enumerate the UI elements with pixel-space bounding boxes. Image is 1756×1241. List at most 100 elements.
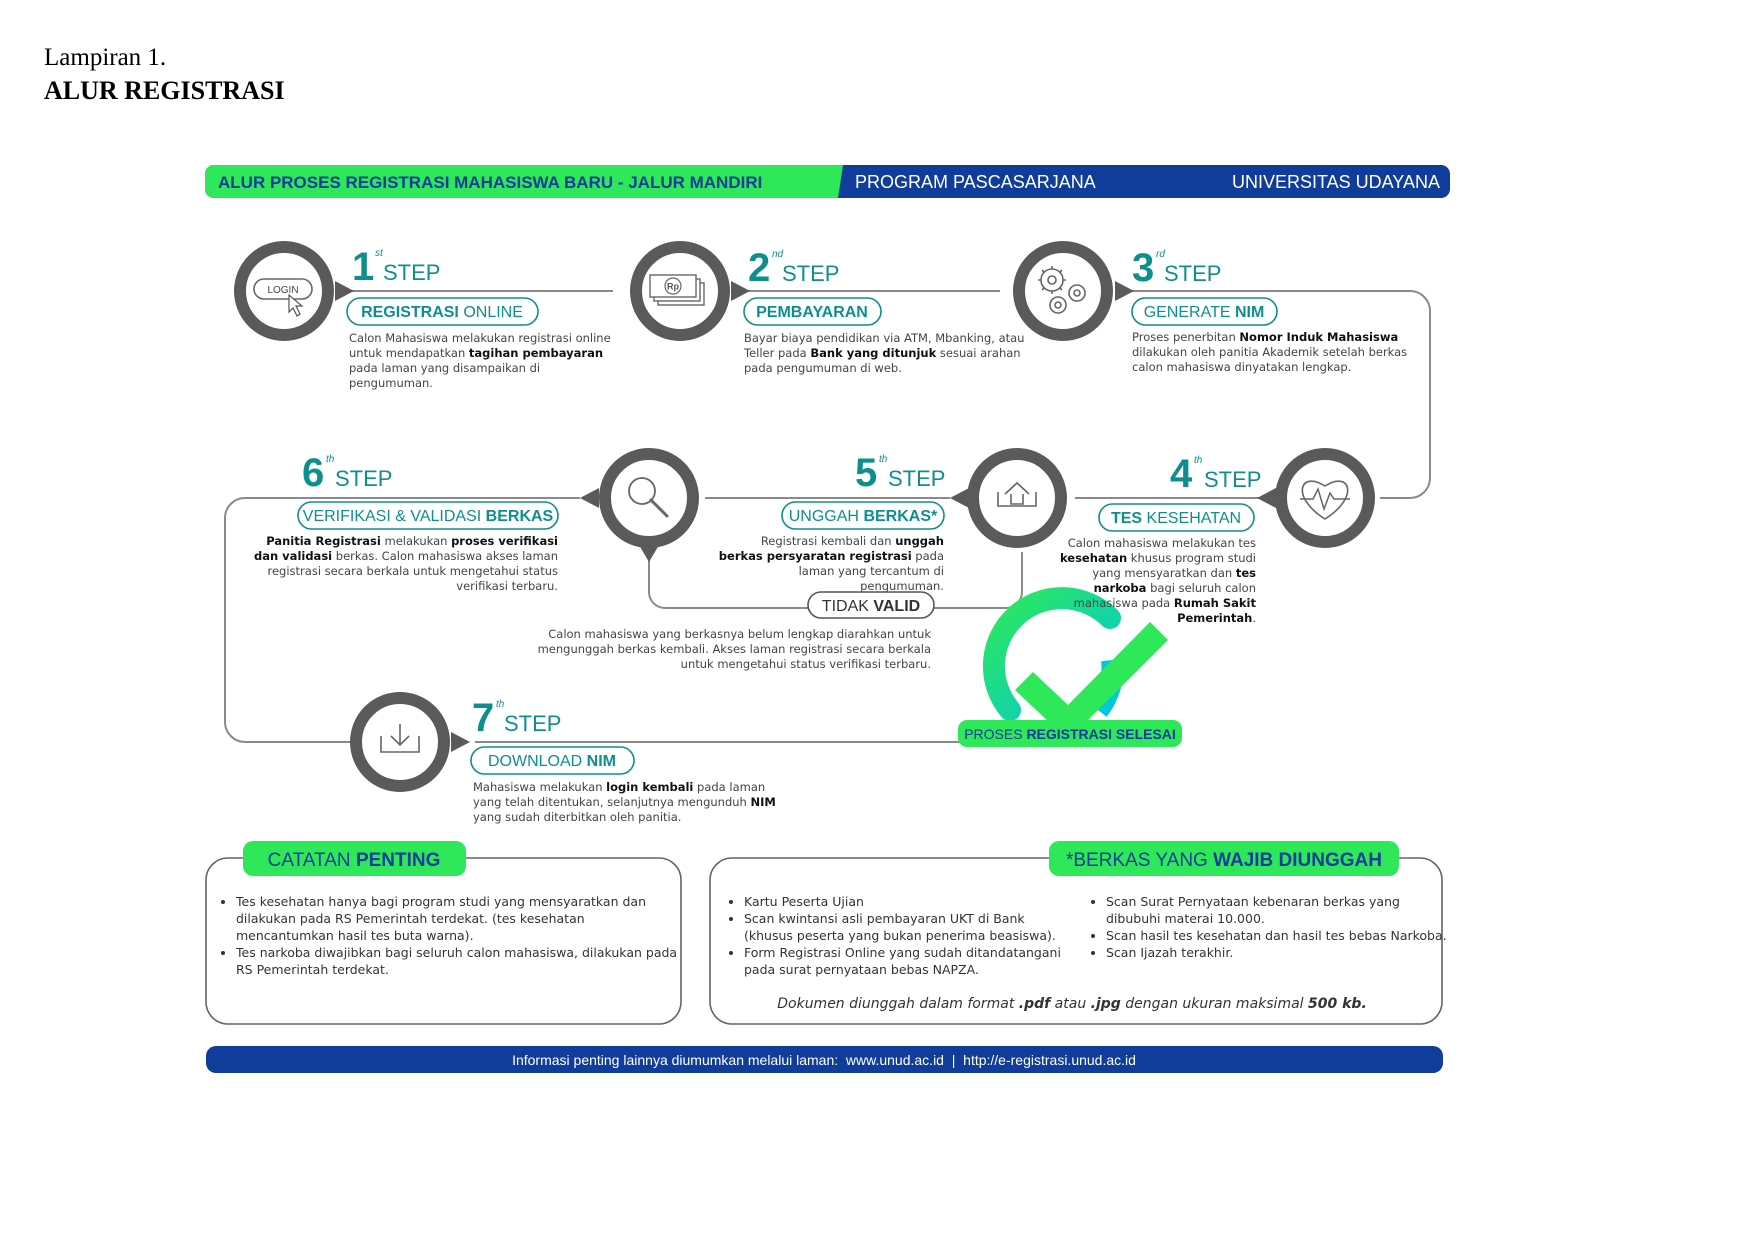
login-icon-text: LOGIN [267,285,298,296]
notes-header-pill [243,841,466,876]
step-6-label-pill [297,501,559,530]
notes-header: CATATAN PENTING [268,850,441,871]
checkmark-icon [1015,622,1168,740]
step-1-word: STEP [383,260,440,285]
step-6-number: 6 [302,451,324,495]
step-2-number: 2 [748,246,770,290]
banner-green-segment [205,165,843,198]
connector-6-7 [224,497,580,743]
step-7-label-pill [470,746,635,775]
step-2-word: STEP [782,261,839,286]
step-4-number: 4 [1170,452,1193,496]
step-1-node: LOGIN [234,241,354,341]
step-3-pointer [1115,281,1134,301]
invalid-description: Calon mahasiswa yang berkasnya belum len… [537,627,931,671]
berkas-list-right: Scan Surat Pernyataan kebenaran berkas y… [1092,893,1451,961]
banner-title: ALUR PROSES REGISTRASI MAHASISWA BARU - … [218,173,762,192]
footer-info: Informasi penting lainnya diumumkan mela… [512,1052,1136,1068]
step-4-circle [1275,448,1375,548]
step-3-number: 3 [1132,246,1154,290]
step-5-suffix: th [879,454,888,465]
step-7-pointer [451,732,470,752]
step-6-word: STEP [335,466,392,491]
step-3-description: Proses penerbitan Nomor Induk Mahasiswa … [1132,330,1408,374]
notes-section: CATATAN PENTING *BERKAS YANG WAJIB DIUNG… [205,841,1443,1025]
step-4-word: STEP [1204,467,1261,492]
step-3-word: STEP [1164,261,1221,286]
berkas-header-pill [1049,841,1399,876]
heartbeat-icon [1300,486,1350,512]
step-6-suffix: th [326,454,335,465]
note-item: Tes narkoba diwajibkan bagi seluruh calo… [236,944,684,978]
step-4-node [1257,448,1375,548]
berkas-format-note: Dokumen diunggah dalam format .pdf atau … [777,996,1367,1012]
step-5-label-pill [781,501,945,530]
flow-connectors [224,290,1431,743]
step-7-description: Mahasiswa melakukan login kembali pada l… [473,780,776,824]
berkas-item: Scan Ijazah terakhir. [1106,944,1451,961]
step-2-suffix: nd [772,249,784,260]
invalid-label-pill [807,591,935,619]
notes-list: Tes kesehatan hanya bagi program studi y… [222,893,684,978]
step-3-circle [1013,241,1113,341]
step-2-node: Rp [630,241,750,341]
step-7-node [350,692,470,792]
step-labels: REGISTRASI ONLINE PEMBAYARAN GENERATE NI… [297,297,1278,775]
step-4-label-pill [1098,503,1255,532]
header-banner: ALUR PROSES REGISTRASI MAHASISWA BARU - … [205,165,1450,198]
step-1-suffix: st [375,248,384,259]
step-4-description: Calon mahasiswa melakukan tes kesehatan … [1059,536,1256,625]
footer-bar: Informasi penting lainnya diumumkan mela… [206,1046,1443,1073]
berkas-item: Scan Surat Pernyataan kebenaran berkas y… [1106,893,1451,927]
money-icon: Rp [649,274,705,306]
money-icon-text: Rp [667,282,679,292]
step-4-suffix: th [1194,455,1203,466]
step-3-node [1013,241,1134,341]
cursor-icon [288,293,304,317]
step-3-suffix: rd [1156,249,1165,260]
invalid-label: TIDAK VALID [822,598,920,615]
step-6-circle [599,448,699,548]
banner-program: PROGRAM PASCASARJANA [855,172,1096,192]
step-1-pointer [335,281,354,301]
login-button-icon [253,278,313,300]
step-2-description: Bayar biaya pendidikan via ATM, Mbanking… [744,331,1025,375]
step-6-pointer-down [639,545,659,562]
berkas-header: *BERKAS YANG WAJIB DIUNGGAH [1066,850,1382,871]
step-4-pointer [1257,488,1276,508]
step-7-number: 7 [472,696,494,740]
step-5-circle [967,448,1067,548]
berkas-item: Kartu Peserta Ujian [744,893,1069,910]
step-2-pointer [731,281,750,301]
berkas-list-left: Kartu Peserta Ujian Scan kwintansi asli … [730,893,1069,978]
step-6-pointer [580,488,599,508]
step-5-node [950,448,1067,548]
step-1-number: 1 [352,245,374,289]
step-5-description: Registrasi kembali dan unggah berkas per… [718,534,944,593]
step-3-label-pill [1131,297,1278,326]
step-6-node [580,448,699,562]
step-5-label: UNGGAH BERKAS* [789,508,938,525]
step-5-word: STEP [888,466,945,491]
step-headings: 1 st STEP 2 nd STEP 3 rd STEP 4 th STEP … [302,245,1261,740]
step-1-description: Calon Mahasiswa melakukan registrasi onl… [349,331,611,390]
step-7-suffix: th [496,699,505,710]
registration-complete: PROSES REGISTRASI SELESAI [958,587,1182,747]
note-item: Tes kesehatan hanya bagi program studi y… [236,893,684,944]
lampiran-label: Lampiran 1. [44,44,167,71]
magnifier-icon [628,477,656,505]
step-3-label: GENERATE NIM [1144,304,1265,321]
step-7-word: STEP [504,711,561,736]
step-2-label-pill [743,297,882,326]
document-title: ALUR REGISTRASI [44,76,285,105]
step-6-description: Panitia Registrasi melakukan proses veri… [254,534,558,593]
step-4-label: TES KESEHATAN [1111,510,1241,527]
banner-university: UNIVERSITAS UDAYANA [1232,172,1440,192]
complete-label-pill [958,720,1182,747]
complete-label: PROSES REGISTRASI SELESAI [964,726,1176,742]
berkas-item: Form Registrasi Online yang sudah ditand… [744,944,1069,978]
gears-icon [1038,266,1086,314]
step-1-label: REGISTRASI ONLINE [361,304,523,321]
berkas-item: Scan kwintansi asli pembayaran UKT di Ba… [744,910,1069,944]
